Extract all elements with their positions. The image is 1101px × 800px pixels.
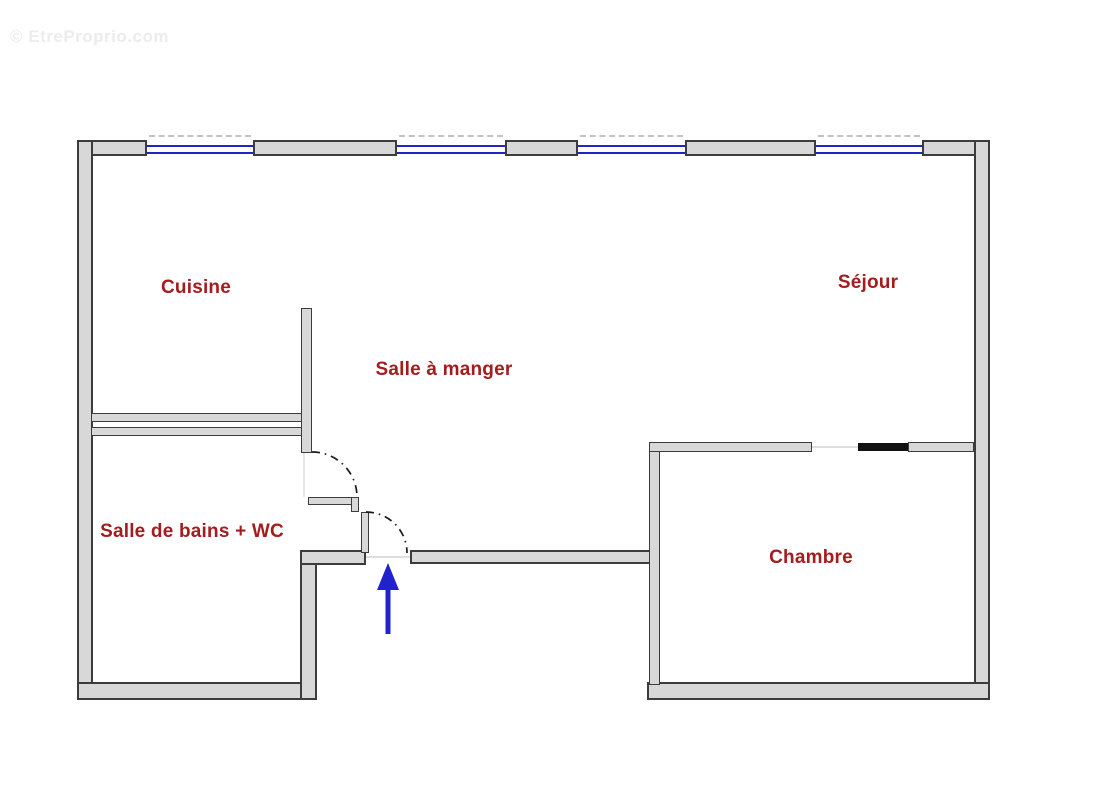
window-sill-dash-4 (818, 135, 920, 137)
room-label-cuisine: Cuisine (160, 277, 232, 298)
wall-bedroom-top-right (908, 442, 974, 452)
room-label-sejour: Séjour (837, 272, 899, 293)
window-glass-line (147, 145, 253, 147)
room-label-salle-a-manger: Salle à manger (375, 359, 513, 380)
wall-top-segment-4 (685, 140, 816, 156)
room-label-salle-de-bains: Salle de bains + WC (100, 521, 284, 542)
wall-top-segment-2 (253, 140, 397, 156)
wall-closet-end-cap (351, 497, 359, 512)
wall-bedroom-top-left (649, 442, 812, 452)
window-glass-line (816, 145, 922, 147)
window-sill-dash-3 (580, 135, 683, 137)
wall-kitchen-dining-divider (301, 308, 312, 453)
wall-entrance-door-jamb (361, 512, 369, 553)
bathroom-door-opening (303, 453, 305, 497)
window-glass-line (397, 152, 505, 154)
window-glass-line (578, 145, 685, 147)
window-glass-line (578, 152, 685, 154)
window-glass-line (397, 145, 505, 147)
watermark-text: © EtreProprio.com (10, 27, 169, 46)
bedroom-door-panel (858, 443, 908, 451)
window-sill-dash-1 (149, 135, 251, 137)
entrance-arrow-icon (377, 563, 399, 634)
window-sill-dash-2 (399, 135, 503, 137)
bathroom-door-swing-arc (311, 451, 358, 498)
wall-top-segment-3 (505, 140, 578, 156)
bedroom-door-opening (812, 446, 858, 448)
room-label-chambre: Chambre (769, 547, 853, 568)
window-glass-line (147, 152, 253, 154)
wall-entrance-left (300, 550, 366, 565)
window-glass-line (816, 152, 922, 154)
wall-bottom-bedroom (647, 682, 990, 700)
entrance-door-opening (366, 556, 410, 558)
entrance-door-swing-arc (365, 511, 408, 554)
